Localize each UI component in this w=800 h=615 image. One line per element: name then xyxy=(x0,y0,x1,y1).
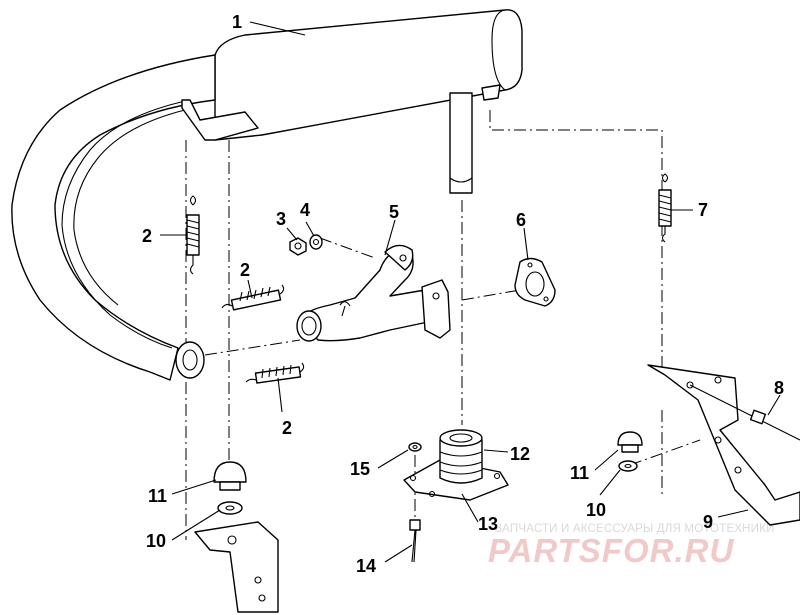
exhaust-pipe xyxy=(11,54,216,381)
pipe-end xyxy=(175,341,205,379)
rubber-grommet-right xyxy=(617,431,643,446)
watermark-logo: PARTSFOR.RU xyxy=(488,532,734,569)
washer-right xyxy=(618,460,638,472)
springs xyxy=(186,173,672,384)
callout-10-right: 10 xyxy=(586,500,606,520)
callout-12: 12 xyxy=(510,444,530,464)
watermark-caption: ЗАПЧАСТИ И АКСЕССУАРЫ ДЛЯ МОТОТЕХНИКИ xyxy=(495,523,775,535)
callout-6: 6 xyxy=(516,210,526,230)
nut xyxy=(289,237,307,256)
bracket-left xyxy=(194,521,279,613)
muffler-stud xyxy=(449,92,473,194)
muffler-assembly xyxy=(11,9,523,381)
callout-15: 15 xyxy=(350,459,370,479)
washer-left xyxy=(217,501,243,515)
rubber-damper xyxy=(439,439,483,484)
callout-2-lower: 2 xyxy=(282,418,292,438)
cable-clamp xyxy=(749,409,767,425)
callout-14: 14 xyxy=(356,556,376,576)
exhaust-manifold xyxy=(296,244,451,342)
callout-5: 5 xyxy=(389,202,399,222)
callout-9: 9 xyxy=(703,512,713,532)
callout-1: 1 xyxy=(232,12,242,32)
callout-8: 8 xyxy=(774,378,784,398)
lock-washer xyxy=(309,234,323,250)
leader-lines xyxy=(160,21,781,563)
screw xyxy=(409,519,421,531)
spring-vertical-left xyxy=(186,195,200,275)
callout-11-right: 11 xyxy=(570,463,589,483)
spring-horizontal-lower xyxy=(245,362,305,384)
mount-plate-assembly xyxy=(403,429,509,563)
callout-2-upper: 2 xyxy=(142,226,152,246)
small-washer xyxy=(408,442,422,452)
callout-labels: 1 2 2 2 3 4 5 6 7 8 9 10 10 11 11 12 13 … xyxy=(142,12,784,576)
gasket xyxy=(514,257,556,307)
left-mount xyxy=(194,461,279,613)
callout-2-middle: 2 xyxy=(240,260,250,280)
callout-7: 7 xyxy=(698,200,708,220)
callout-13: 13 xyxy=(478,514,498,534)
spring-horizontal-middle xyxy=(221,284,285,311)
right-mount xyxy=(617,364,800,526)
callout-3: 3 xyxy=(276,209,286,229)
callout-10-left: 10 xyxy=(146,531,166,551)
bracket-right xyxy=(647,364,800,526)
muffler-tab xyxy=(181,99,259,141)
spring-vertical-right xyxy=(658,173,672,243)
muffler-body xyxy=(214,9,523,141)
rubber-grommet-left xyxy=(213,461,247,483)
callout-11-left: 11 xyxy=(148,486,167,506)
callout-4: 4 xyxy=(300,200,310,220)
